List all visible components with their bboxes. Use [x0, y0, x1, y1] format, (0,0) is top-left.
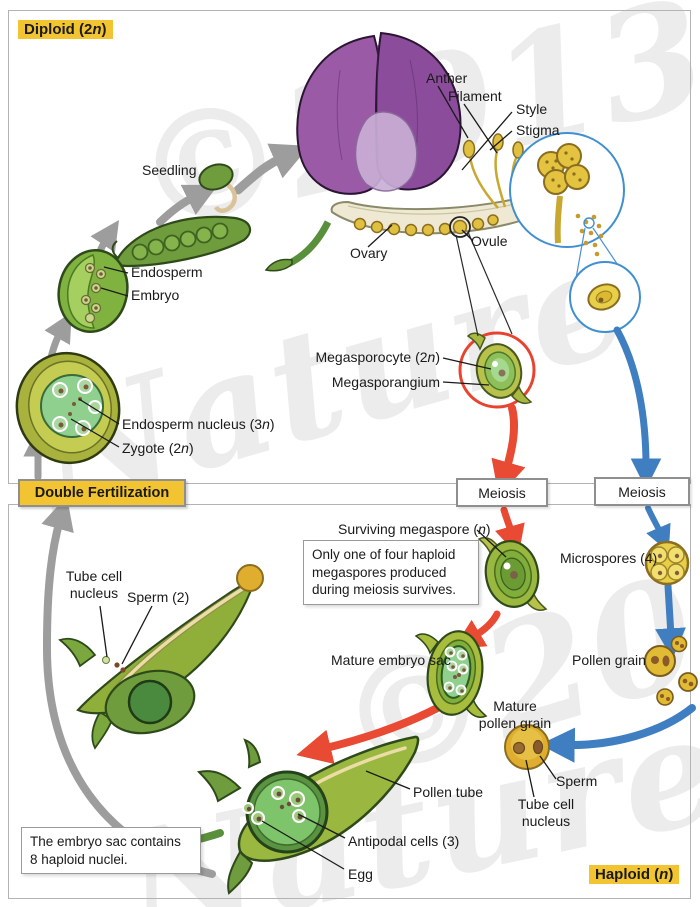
double-fertilization-box: Double Fertilization	[18, 479, 186, 507]
pollen-tube-tip-illustration	[58, 564, 264, 750]
pollen-spill-dots	[575, 213, 604, 257]
label-surviving-megaspore: Surviving megaspore (n)	[338, 521, 491, 537]
haploid-section-frame	[8, 504, 691, 899]
label-megasporocyte: Megasporocyte (2n)	[315, 349, 440, 365]
label-embryo: Embryo	[131, 287, 180, 303]
label-stigma: Stigma	[516, 122, 560, 138]
embryo-sac-note: The embryo sac contains 8 haploid nuclei…	[21, 827, 201, 875]
label-ovary: Ovary	[350, 245, 388, 261]
mature-embryo-sac-illustration	[414, 630, 488, 718]
meiosis-box-left: Meiosis	[456, 478, 548, 507]
label-seedling: Seedling	[142, 162, 197, 178]
label-zygote: Zygote (2n)	[122, 440, 194, 456]
label-sperm-right: Sperm	[556, 773, 598, 789]
diploid-section-frame	[8, 10, 691, 484]
mature-pollen-grain-illustration	[504, 724, 550, 770]
megaspore-note: Only one of four haploid megaspores prod…	[303, 540, 479, 605]
label-tube-cell-nucleus-right: Tube cell nucleus	[517, 796, 575, 829]
microsporocyte-magnifier	[569, 227, 641, 333]
label-mature-embryo-sac: Mature embryo sac	[331, 652, 451, 668]
zygote-seed-illustration	[15, 351, 121, 465]
red-callout-ring	[458, 331, 536, 409]
label-mature-pollen-grain: Mature pollen grain	[478, 698, 552, 731]
anther-cross-section-magnifier	[509, 132, 625, 257]
surviving-megaspore-illustration	[477, 536, 548, 611]
flower-illustration	[264, 31, 560, 272]
blue-arrow-path	[539, 326, 696, 763]
pea-pod-illustration	[111, 215, 252, 268]
callout-cone-lines	[455, 231, 513, 337]
label-endosperm-nucleus: Endosperm nucleus (3n)	[122, 416, 275, 432]
label-antipodal-cells: Antipodal cells (3)	[348, 833, 460, 849]
ovule-callout-ring	[449, 216, 471, 238]
leader-lines	[70, 85, 557, 870]
label-microspores: Microspores (4)	[560, 550, 658, 566]
label-style: Style	[516, 101, 548, 117]
label-endosperm: Endosperm	[131, 264, 203, 280]
red-arrow-path	[296, 404, 526, 765]
label-pollen-grain: Pollen grain	[572, 652, 646, 668]
seed-illustration	[57, 249, 129, 333]
microspores-illustration	[644, 540, 690, 586]
diploid-phase-label: Diploid (2n)	[18, 20, 113, 39]
label-megasporangium: Megasporangium	[331, 374, 440, 390]
label-anther: Anther	[426, 70, 468, 86]
fertilized-ovule-illustration	[174, 735, 420, 895]
haploid-phase-label: Haploid (n)	[589, 865, 680, 884]
pollen-grains-illustration	[644, 635, 698, 706]
label-tube-cell-nucleus-left: Tube cell nucleus	[65, 568, 123, 601]
label-sperm-left: Sperm (2)	[127, 589, 190, 605]
ovule-megasporocyte-illustration	[458, 331, 536, 409]
label-filament: Filament	[448, 88, 502, 104]
label-ovule: Ovule	[471, 233, 508, 249]
label-egg: Egg	[348, 866, 373, 882]
meiosis-box-right: Meiosis	[594, 477, 690, 506]
label-pollen-tube: Pollen tube	[413, 784, 484, 800]
seedling-illustration	[198, 163, 237, 213]
